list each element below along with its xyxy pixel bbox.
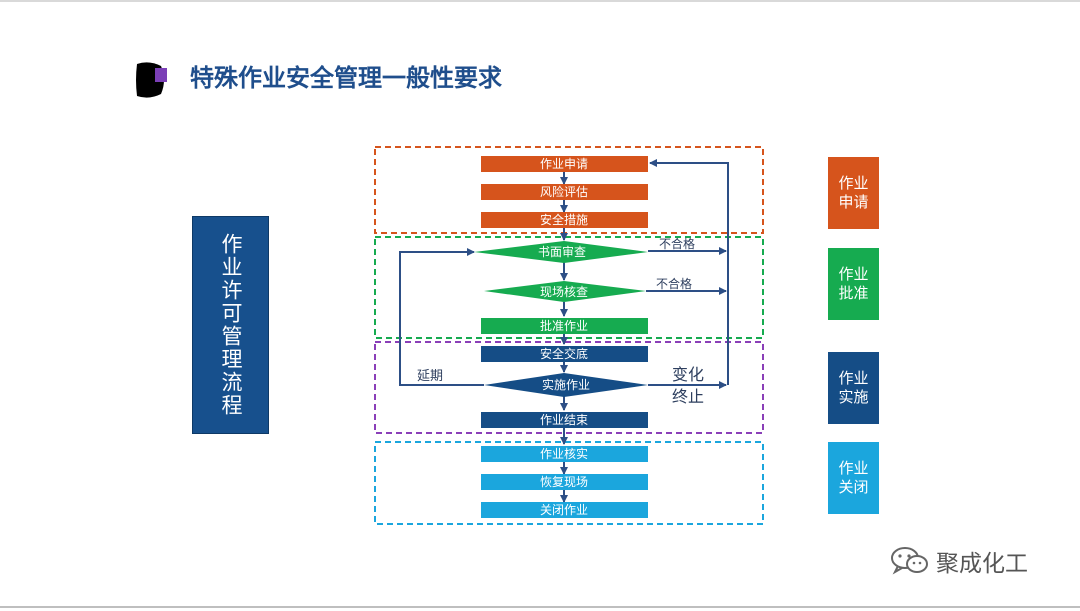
permit-process-label-box: 作业许可管理流程 <box>192 216 269 434</box>
step-finish-text: 作业结束 <box>540 413 588 427</box>
watermark-logo: 聚成化工 <box>890 544 1028 578</box>
edge-label-fail-2: 不合格 <box>656 276 692 291</box>
step-measures-text: 安全措施 <box>540 212 588 227</box>
stage-apply-label: 作业申请 <box>838 174 869 211</box>
step-close-text: 关闭作业 <box>540 503 588 517</box>
decision-execute <box>484 373 648 397</box>
step-approve-box <box>481 318 648 334</box>
step-risk-box <box>481 184 648 200</box>
group-frame-approve <box>374 236 764 339</box>
wechat-icon <box>891 547 928 575</box>
step-verify-box <box>481 446 648 462</box>
step-risk-text: 风险评估 <box>540 184 588 199</box>
step-finish-box <box>481 412 648 428</box>
decision-written-review <box>474 241 648 263</box>
stage-close-label: 作业关闭 <box>838 459 869 496</box>
step-approve-text: 批准作业 <box>540 318 588 333</box>
stage-approve-label: 作业批准 <box>838 265 869 302</box>
edge-label-extend: 延期 <box>417 369 443 384</box>
step-check-text: 现场核查 <box>540 285 588 299</box>
edge-label-change: 变化 <box>672 365 704 384</box>
stage-execute-box: 作业实施 <box>828 352 879 424</box>
group-frame-close <box>374 441 764 525</box>
step-execute-text: 实施作业 <box>542 377 590 392</box>
group-frame-apply <box>374 146 764 234</box>
step-close-box <box>481 502 648 518</box>
loop-extend-to-review <box>399 248 484 386</box>
top-border-line <box>0 0 1080 2</box>
step-restore-box <box>481 474 648 490</box>
step-measures-box <box>481 212 648 228</box>
loop-return-to-apply <box>649 159 729 385</box>
step-apply-box <box>481 156 648 172</box>
step-restore-text: 恢复现场 <box>540 475 588 489</box>
stage-close-box: 作业关闭 <box>828 442 879 514</box>
title-bullet-icon <box>136 62 167 98</box>
stage-apply-box: 作业申请 <box>828 157 879 229</box>
step-apply-text: 作业申请 <box>540 157 588 171</box>
stage-execute-label: 作业实施 <box>838 369 869 406</box>
decision-site-check <box>484 281 646 302</box>
bottom-border-line <box>0 606 1080 608</box>
watermark-text: 聚成化工 <box>936 551 1028 577</box>
edge-label-terminate: 终止 <box>672 387 704 406</box>
step-verify-text: 作业核实 <box>540 446 588 461</box>
stage-approve-box: 作业批准 <box>828 248 879 320</box>
edge-label-fail-1: 不合格 <box>659 236 695 251</box>
step-review-text: 书面审查 <box>538 244 586 259</box>
permit-process-label: 作业许可管理流程 <box>219 233 243 417</box>
step-briefing-box <box>481 346 648 362</box>
page-title: 特殊作业安全管理一般性要求 <box>190 64 502 92</box>
group-frame-execute <box>374 341 764 434</box>
step-briefing-text: 安全交底 <box>540 346 588 361</box>
